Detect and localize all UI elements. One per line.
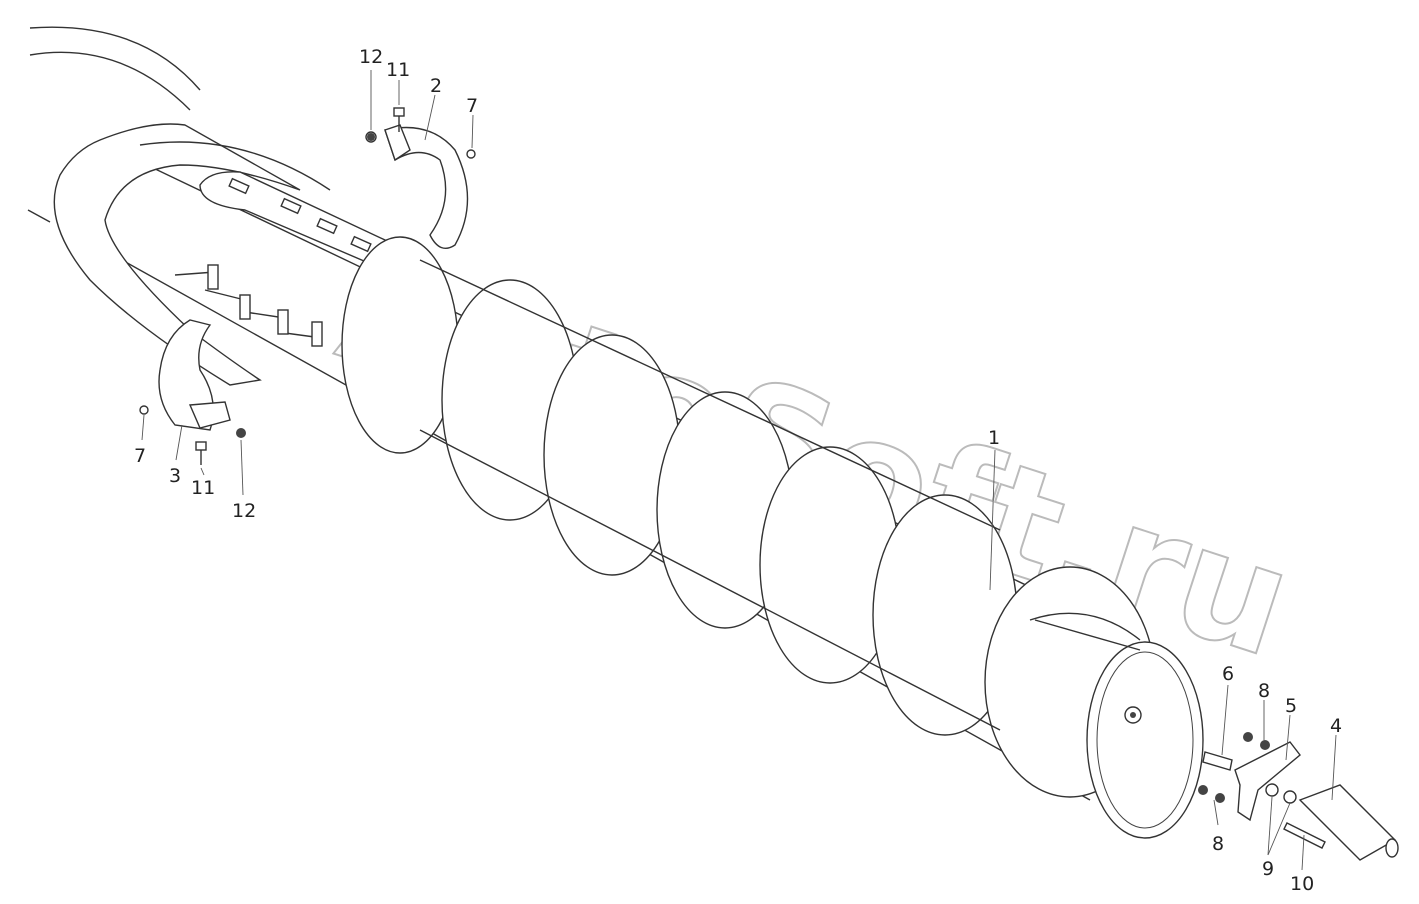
callout-11-lower: 11	[191, 477, 215, 499]
auger-flights	[341, 236, 1156, 798]
tube-segments	[419, 259, 1001, 731]
part-2-guide	[384, 124, 469, 249]
part-11-upper-bolt	[393, 107, 405, 117]
callout-1: 1	[988, 427, 1000, 449]
part-9-bushing-b	[1283, 790, 1297, 804]
part-4-shaft	[1298, 784, 1397, 861]
lower-hardware	[139, 405, 246, 465]
part-9-bushing-a	[1265, 783, 1279, 797]
callout-7-lower: 7	[134, 445, 146, 467]
part-8-nut-a	[1243, 732, 1253, 742]
part-7-upper-rivet	[466, 149, 476, 159]
leader-lines	[141, 70, 1337, 871]
part-12-lower-nut	[236, 428, 246, 438]
part-6-pin	[1202, 751, 1233, 771]
callout-7-upper: 7	[466, 95, 478, 117]
part-8-nut-c	[1198, 785, 1208, 795]
callout-12-upper: 12	[359, 46, 383, 68]
part-10-key	[1283, 822, 1326, 849]
callout-10: 10	[1290, 873, 1314, 895]
callout-5: 5	[1285, 695, 1297, 717]
callout-8-upper: 8	[1258, 680, 1270, 702]
drive-end-parts	[1198, 732, 1399, 861]
part-3-guide	[158, 319, 231, 431]
retractable-fingers	[174, 264, 323, 347]
part-8-nut-b	[1260, 740, 1270, 750]
part-8-nut-d	[1215, 793, 1225, 803]
callout-11-upper: 11	[386, 59, 410, 81]
part-7-lower-rivet	[139, 405, 149, 415]
callouts: 12 11 2 7 7 3 11 12 1 6 8 5 4 8 9 10	[134, 46, 1342, 895]
left-partial-flight	[27, 26, 201, 223]
right-end-cap	[1029, 612, 1204, 839]
callout-12-lower: 12	[232, 500, 256, 522]
callout-3: 3	[169, 465, 181, 487]
callout-4: 4	[1330, 715, 1342, 737]
callout-6: 6	[1222, 663, 1234, 685]
callout-2: 2	[430, 75, 442, 97]
callout-8-lower: 8	[1212, 833, 1224, 855]
finger-plate-top	[199, 171, 394, 271]
part-5-bracket	[1234, 741, 1301, 822]
callout-9: 9	[1262, 858, 1274, 880]
part-11-lower-bolt	[195, 441, 207, 451]
upper-hardware	[365, 107, 476, 159]
